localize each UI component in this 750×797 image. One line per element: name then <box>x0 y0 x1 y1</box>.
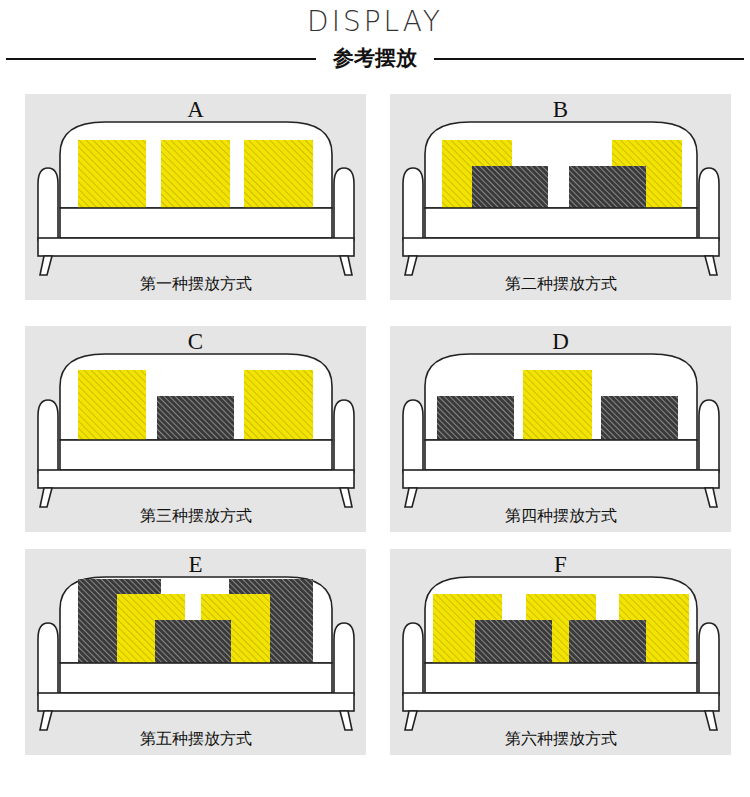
sofa-illustration <box>390 94 731 300</box>
panel-letter: B <box>390 96 731 124</box>
sofa-illustration <box>25 326 366 532</box>
layout-panel: B 第二种摆放方式 <box>390 94 731 300</box>
subtitle-row: 参考摆放 <box>0 44 750 72</box>
panel-letter: C <box>25 328 366 356</box>
panel-letter: D <box>390 328 731 356</box>
sofa-illustration <box>390 549 731 755</box>
panel-caption: 第三种摆放方式 <box>25 505 366 527</box>
panel-caption: 第六种摆放方式 <box>390 728 731 750</box>
layout-panel: A 第一种摆放方式 <box>25 94 366 300</box>
panel-letter: E <box>25 551 366 579</box>
panel-caption: 第一种摆放方式 <box>25 273 366 295</box>
sofa-illustration <box>25 549 366 755</box>
layout-panel: C 第三种摆放方式 <box>25 326 366 532</box>
subtitle: 参考摆放 <box>325 44 425 72</box>
sofa-illustration <box>390 326 731 532</box>
page-title: DISPLAY <box>0 4 750 40</box>
layout-panel: E 第五种摆放方式 <box>25 549 366 755</box>
layout-panel: F 第六种摆放方式 <box>390 549 731 755</box>
panel-letter: A <box>25 96 366 124</box>
panel-caption: 第四种摆放方式 <box>390 505 731 527</box>
panel-letter: F <box>390 551 731 579</box>
panel-caption: 第二种摆放方式 <box>390 273 731 295</box>
layout-panel: D 第四种摆放方式 <box>390 326 731 532</box>
panel-caption: 第五种摆放方式 <box>25 728 366 750</box>
sofa-illustration <box>25 94 366 300</box>
